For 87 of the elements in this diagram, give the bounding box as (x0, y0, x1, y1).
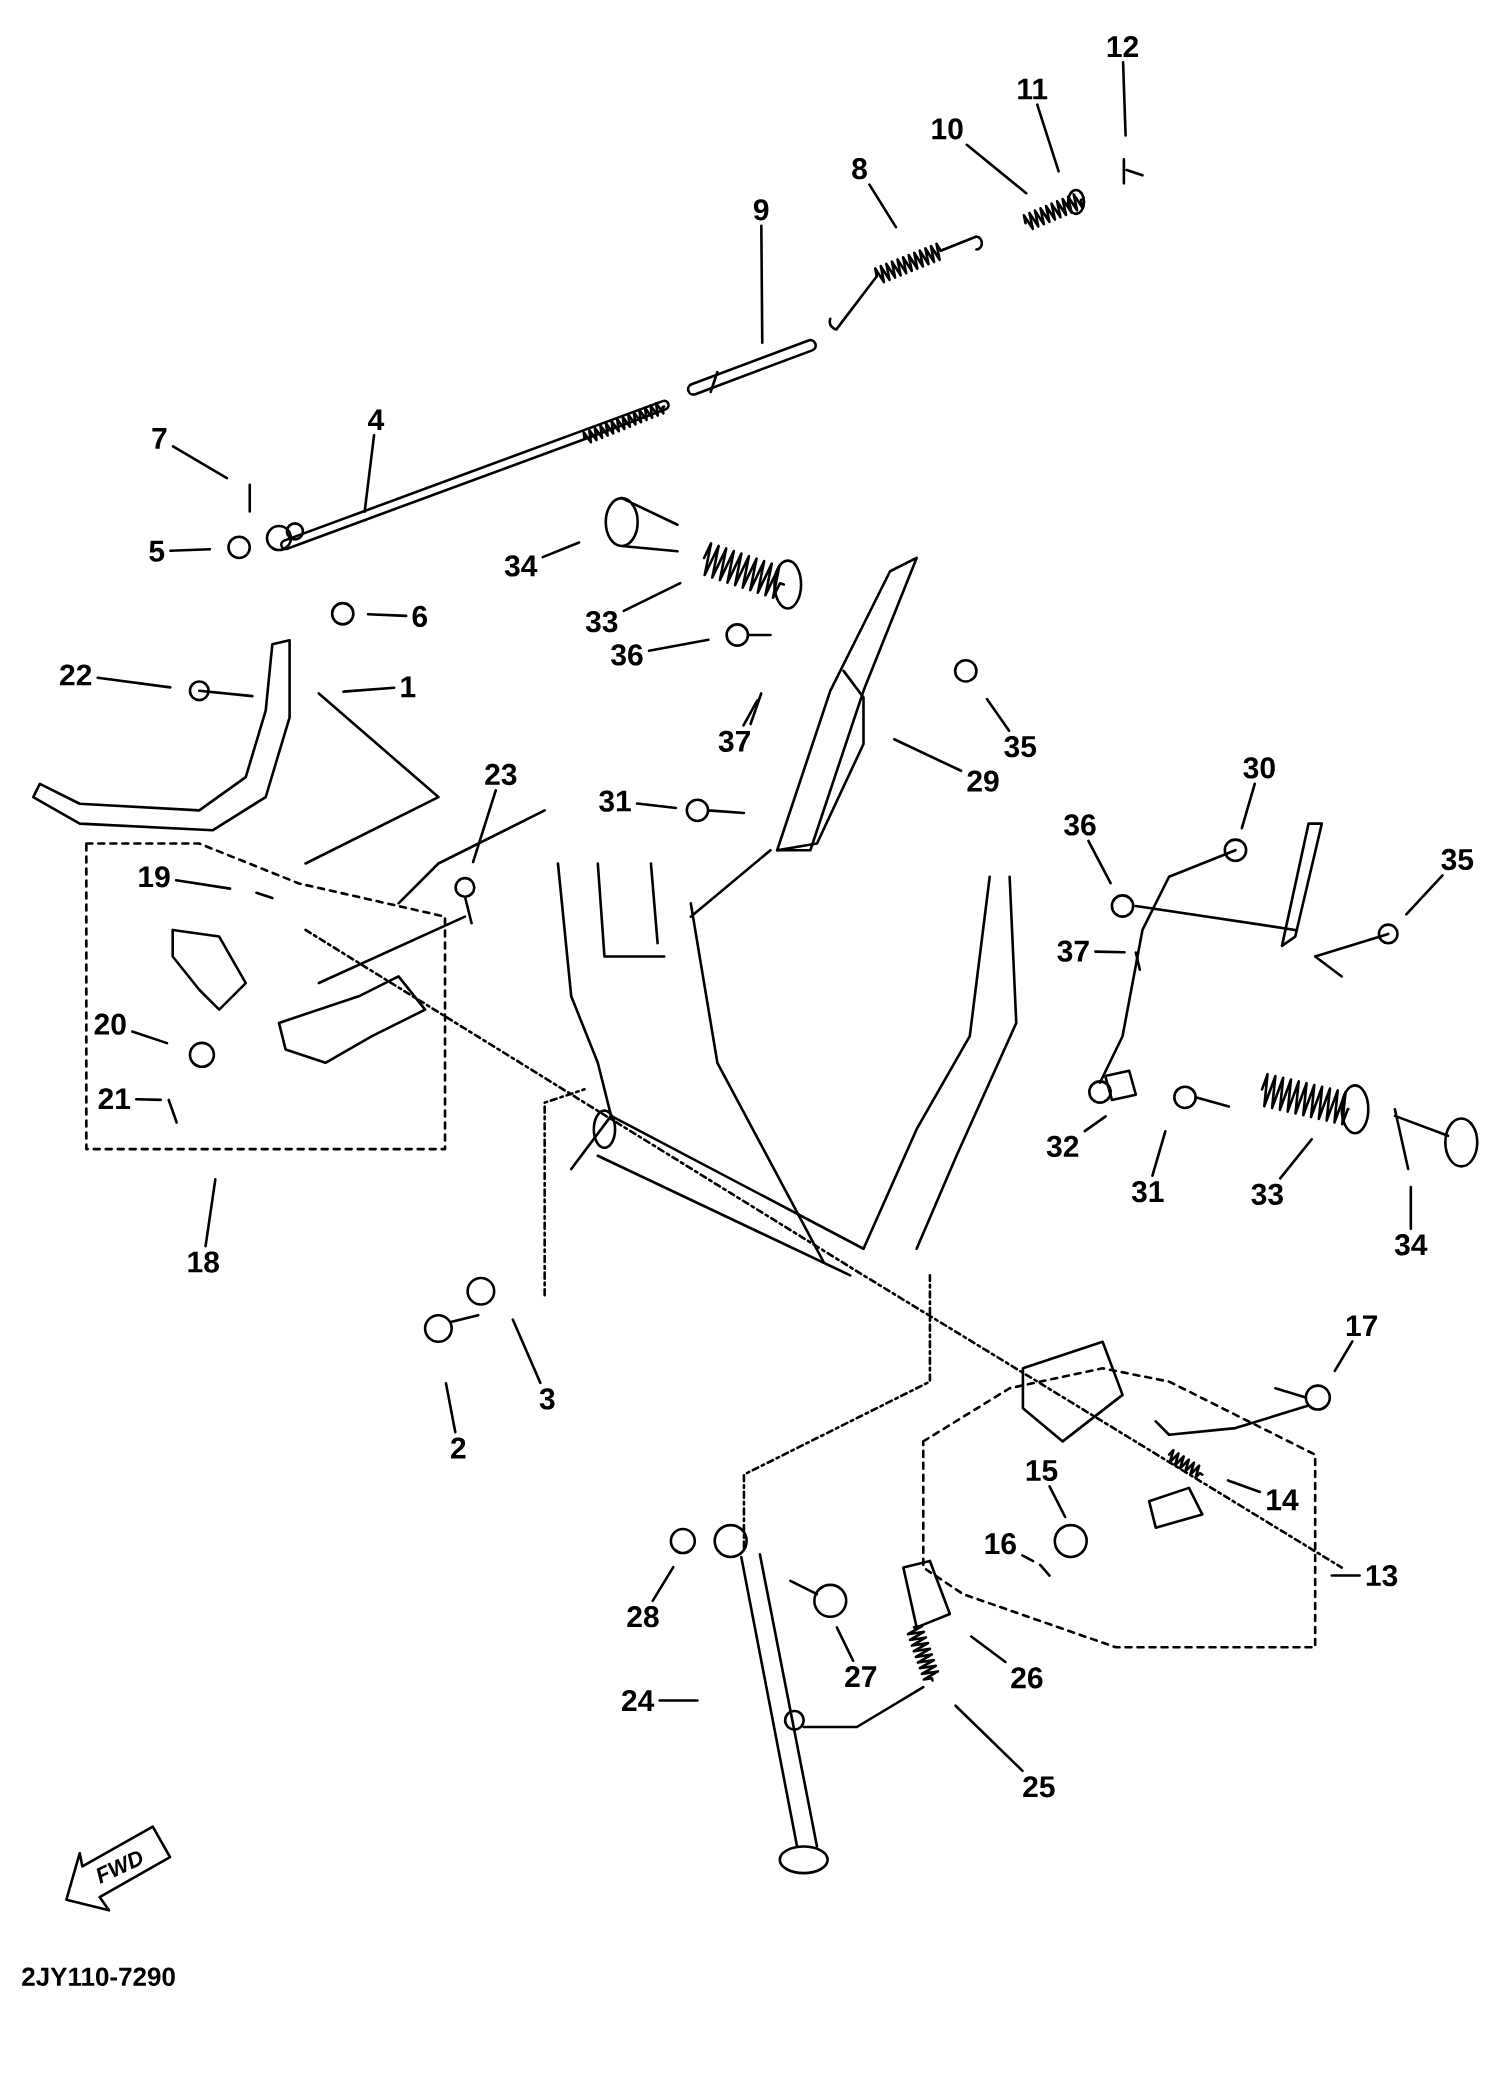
leader-line (1083, 1115, 1108, 1133)
leader-line (835, 1626, 855, 1663)
leader-line (96, 676, 172, 689)
leader-line (169, 547, 212, 553)
callout-number: 27 (845, 1666, 877, 1687)
leader-line (1048, 1485, 1067, 1519)
leader-line (1121, 60, 1127, 137)
leader-line (1151, 1130, 1167, 1177)
callout-number: 26 (1011, 1667, 1043, 1689)
callout-number: 35 (1004, 735, 1037, 758)
callout-number: 3 (539, 1388, 555, 1410)
callout-number: 37 (718, 730, 751, 752)
callout-number: 37 (1057, 940, 1089, 962)
leader-line (444, 1382, 457, 1434)
leader-line (760, 224, 764, 345)
callout-number: 36 (611, 644, 643, 666)
callout-number: 7 (152, 428, 167, 449)
callout-number: 10 (932, 118, 963, 140)
callout-number: 34 (1394, 1234, 1428, 1256)
leader-line (1330, 1574, 1361, 1577)
callout-number: 16 (985, 1533, 1016, 1555)
leader-line (742, 699, 759, 727)
leader-line (647, 638, 710, 653)
callout-number: 1 (401, 676, 416, 698)
callout-number: 23 (485, 763, 517, 786)
leader-line (868, 183, 898, 229)
leader-line (1333, 1340, 1354, 1373)
callout-number: 31 (1131, 1181, 1164, 1203)
callout-number: 5 (149, 540, 165, 562)
callout-number: 29 (967, 770, 999, 792)
callout-number: 25 (1023, 1776, 1055, 1798)
callout-number: 30 (1243, 757, 1275, 779)
callout-number: 32 (1046, 1135, 1079, 1158)
leader-line (965, 143, 1028, 195)
leader-line (1405, 874, 1444, 916)
callout-number: 11 (1018, 78, 1048, 100)
callout-number: 24 (622, 1689, 655, 1711)
callout-number: 9 (754, 199, 769, 221)
leader-line (1094, 950, 1126, 954)
leader-line (174, 878, 232, 890)
leader-line (622, 581, 682, 613)
callout-number: 18 (188, 1251, 220, 1273)
callout-number: 19 (139, 866, 170, 888)
leader-line (363, 434, 376, 513)
leader-line (171, 445, 229, 480)
callout-number: 31 (599, 790, 631, 812)
leader-line (131, 1030, 169, 1045)
callout-number: 34 (504, 555, 538, 577)
callout-number: 6 (412, 605, 428, 627)
leader-line (1226, 1479, 1262, 1494)
diagram-code: 2JY110-7290 (22, 1967, 175, 1986)
leader-line (471, 789, 498, 864)
leader-line (204, 1178, 217, 1248)
callout-number: 33 (1251, 1183, 1284, 1205)
leader-line (1036, 103, 1061, 173)
leader-line (651, 1565, 675, 1603)
leader-line (954, 1704, 1024, 1773)
leader-line (1087, 839, 1112, 885)
callout-number: 22 (60, 664, 92, 686)
leader-line (1279, 1138, 1314, 1180)
callout-number: 12 (1107, 36, 1139, 57)
leader-line (366, 613, 408, 618)
callout-number: 20 (94, 1013, 126, 1035)
callout-number: 13 (1366, 1564, 1398, 1587)
leader-line (893, 738, 963, 773)
leader-line (511, 1318, 542, 1385)
callout-number: 36 (1064, 814, 1096, 836)
callout-number: 2 (451, 1437, 466, 1459)
leader-line (1409, 1185, 1413, 1231)
leader-line (1240, 782, 1257, 830)
callout-number: 21 (98, 1088, 131, 1110)
leader-line (635, 802, 678, 810)
leader-line (985, 697, 1011, 732)
callout-number: 17 (1346, 1315, 1378, 1337)
callout-number: 4 (368, 409, 385, 431)
callout-number: 28 (627, 1606, 659, 1628)
callout-number: 8 (852, 158, 867, 180)
leader-line (342, 686, 396, 693)
leader-line (1021, 1554, 1035, 1563)
callout-number: 33 (585, 611, 618, 633)
leader-line (541, 541, 581, 559)
callout-number: 15 (1026, 1460, 1058, 1482)
leader-line (970, 1635, 1007, 1664)
callout-number: 35 (1441, 848, 1474, 871)
callout-number: 14 (1267, 1489, 1299, 1511)
leader-line (135, 1097, 163, 1102)
leader-line (658, 1699, 699, 1702)
